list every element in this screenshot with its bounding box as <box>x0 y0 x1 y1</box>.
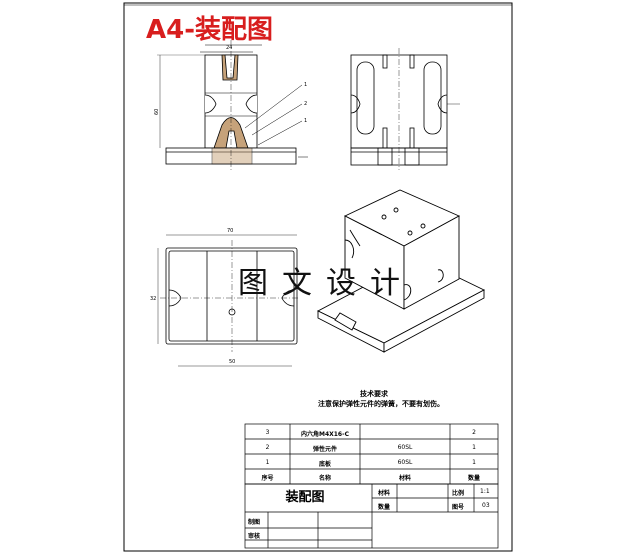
bom-row-qty: 1 <box>472 459 476 466</box>
leader-label-2: 2 <box>304 101 307 107</box>
bom-header-material: 材料 <box>398 475 411 482</box>
title-block <box>244 483 499 549</box>
watermark: 图文设计 <box>238 266 414 301</box>
tech-notes-heading: 技术要求 <box>360 390 388 398</box>
front-view <box>157 40 308 170</box>
quantity-label: 数量 <box>378 504 391 511</box>
scale-label: 比例 <box>452 490 465 497</box>
bom-row-no: 2 <box>265 444 270 451</box>
bom-row-name: 底板 <box>318 461 331 468</box>
isometric-view <box>317 189 485 353</box>
dim-front-width: 24 <box>226 45 232 51</box>
bom-row-qty: 2 <box>472 429 476 436</box>
leader-label-3: 1 <box>304 118 307 124</box>
side-view <box>350 48 460 170</box>
dim-front-height: 60 <box>154 109 160 115</box>
bom-row-material: 60SL <box>397 444 413 451</box>
bom-header-qty: 数量 <box>467 475 480 482</box>
material-label: 材料 <box>378 490 391 497</box>
dim-top-height: 32 <box>150 296 156 302</box>
bom-header-no: 序号 <box>261 475 274 482</box>
top-view <box>157 234 300 367</box>
dim-top-bottom: 50 <box>229 359 235 365</box>
bom-row-name: 内六角M4X16-C <box>300 431 349 438</box>
leader-label-1: 1 <box>304 82 307 88</box>
drawing-no-label: 图号 <box>452 504 465 511</box>
bom-row-name: 弹性元件 <box>312 446 337 453</box>
bom-row-material: 60SL <box>397 459 413 466</box>
bom-row-no: 3 <box>265 429 270 436</box>
drawing-no-value: 03 <box>482 502 490 509</box>
dim-top-width: 70 <box>227 228 233 234</box>
tech-notes-line: 注意保护弹性元件的弹簧，不要有划伤。 <box>318 400 444 408</box>
bom-header-name: 名称 <box>318 475 331 482</box>
scale-value: 1:1 <box>480 488 490 495</box>
drawing-title: A4-装配图 <box>146 15 274 45</box>
sheet-border <box>123 2 513 552</box>
drawn-label: 制图 <box>248 519 261 526</box>
checked-label: 审核 <box>248 533 261 540</box>
bom-row-no: 1 <box>265 459 270 466</box>
bom-row-qty: 1 <box>472 444 476 451</box>
drawing-name: 装配图 <box>285 490 325 505</box>
bom-table <box>244 423 499 485</box>
